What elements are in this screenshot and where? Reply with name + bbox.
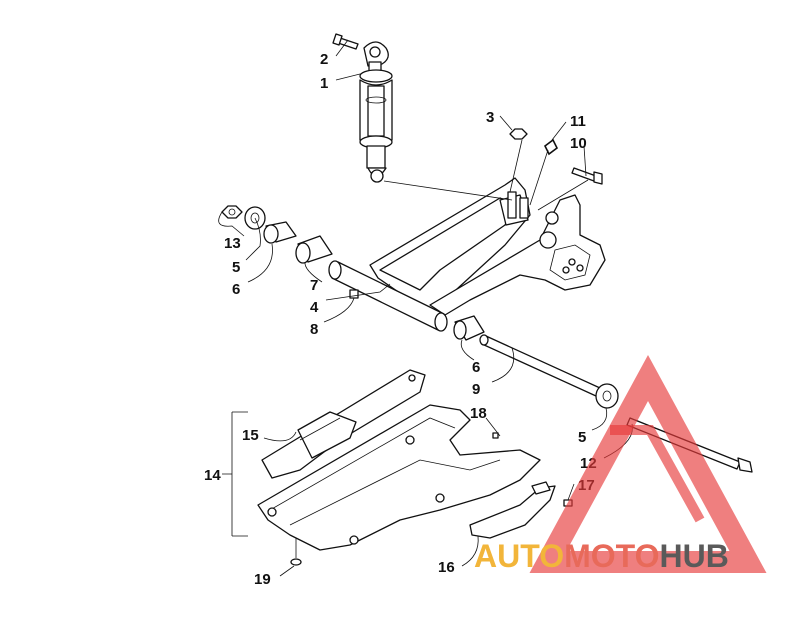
watermark-triangle bbox=[529, 354, 767, 573]
callout-5-left: 5 bbox=[232, 259, 240, 276]
callout-18: 18 bbox=[470, 405, 487, 422]
nut-13 bbox=[221, 205, 243, 219]
shock-bolt bbox=[332, 33, 359, 50]
pin-18 bbox=[492, 432, 499, 439]
clip-11 bbox=[543, 138, 559, 156]
callout-2: 2 bbox=[320, 51, 328, 68]
callout-11: 11 bbox=[570, 113, 586, 130]
bushing-7 bbox=[295, 235, 333, 264]
frame-plate-14 bbox=[257, 404, 541, 551]
grease-nipple-8 bbox=[349, 289, 359, 299]
callout-labels: 2 1 3 11 10 13 5 6 7 4 8 6 9 18 15 5 14 … bbox=[204, 51, 597, 588]
callout-8: 8 bbox=[310, 321, 318, 338]
callout-4: 4 bbox=[310, 299, 319, 316]
bushing-6-right bbox=[453, 315, 485, 341]
callout-5-right: 5 bbox=[578, 429, 586, 446]
watermark-auto: AUTO bbox=[474, 538, 564, 574]
bushing-6-left bbox=[263, 221, 297, 244]
nut-3 bbox=[509, 128, 528, 140]
callout-15: 15 bbox=[242, 427, 259, 444]
callout-7: 7 bbox=[310, 277, 318, 294]
watermark-logo: AUTOMOTOHUB bbox=[474, 354, 767, 574]
pivot-shaft-9 bbox=[479, 334, 601, 397]
bolt-10 bbox=[571, 167, 603, 185]
watermark-hub: HUB bbox=[659, 538, 728, 574]
svg-text:AUTOMOTOHUB: AUTOMOTOHUB bbox=[474, 538, 729, 574]
callout-10: 10 bbox=[570, 135, 587, 152]
callout-3: 3 bbox=[486, 109, 494, 126]
callout-14: 14 bbox=[204, 467, 221, 484]
callout-19: 19 bbox=[254, 571, 271, 588]
screw-19 bbox=[290, 538, 302, 566]
callout-1: 1 bbox=[320, 75, 328, 92]
shock-absorber bbox=[359, 41, 393, 183]
callout-6-right: 6 bbox=[472, 359, 480, 376]
watermark-moto: MOTO bbox=[564, 538, 659, 574]
callout-9: 9 bbox=[472, 381, 480, 398]
swing-arm bbox=[328, 177, 606, 332]
callout-6-left: 6 bbox=[232, 281, 240, 298]
mudguard-bracket-15 bbox=[261, 369, 426, 479]
washer-5-right bbox=[595, 383, 619, 409]
callout-16: 16 bbox=[438, 559, 455, 576]
callout-13: 13 bbox=[224, 235, 241, 252]
